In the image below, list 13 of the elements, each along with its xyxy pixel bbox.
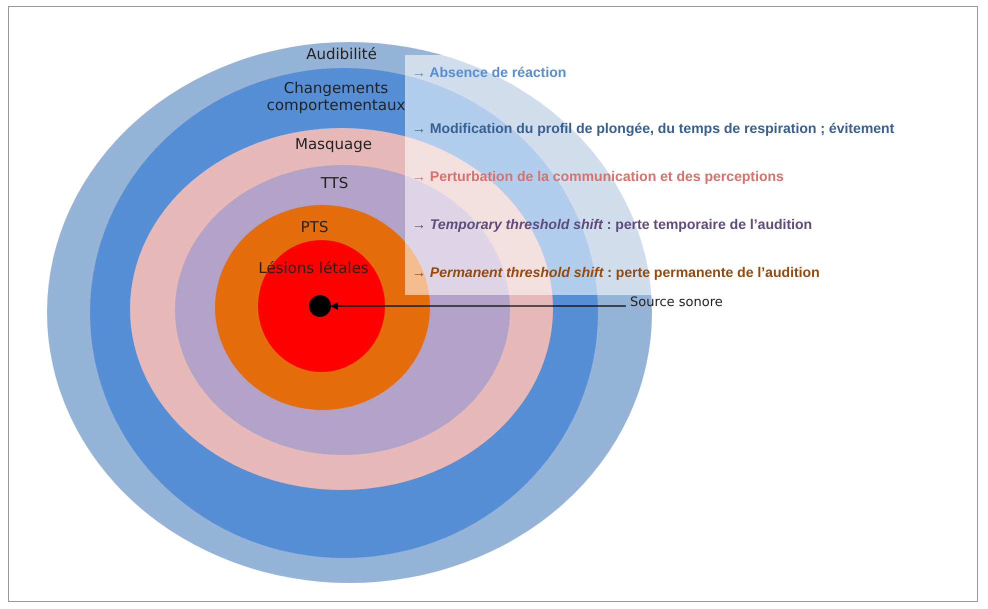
zone-label: Lésions létales — [257, 260, 370, 277]
sound-source-dot — [309, 295, 331, 317]
zone-label: Masquage — [294, 136, 373, 153]
zone-label: Changements comportementaux — [266, 80, 406, 114]
source-label: Source sonore — [630, 292, 740, 314]
effect-description: → Modification du profil de plongée, du temps de respiration ; évitement — [412, 120, 894, 136]
zone-label: Audibilité — [305, 46, 378, 63]
zone-label: TTS — [320, 175, 350, 192]
effect-description: → Permanent threshold shift : perte permanente de l’audition — [412, 264, 820, 280]
effect-description: → Temporary threshold shift : perte temporaire de l’audition — [412, 216, 812, 232]
leader-arrow — [330, 302, 626, 310]
effect-description: → Absence de réaction — [412, 64, 566, 80]
zone-label: PTS — [300, 219, 330, 236]
